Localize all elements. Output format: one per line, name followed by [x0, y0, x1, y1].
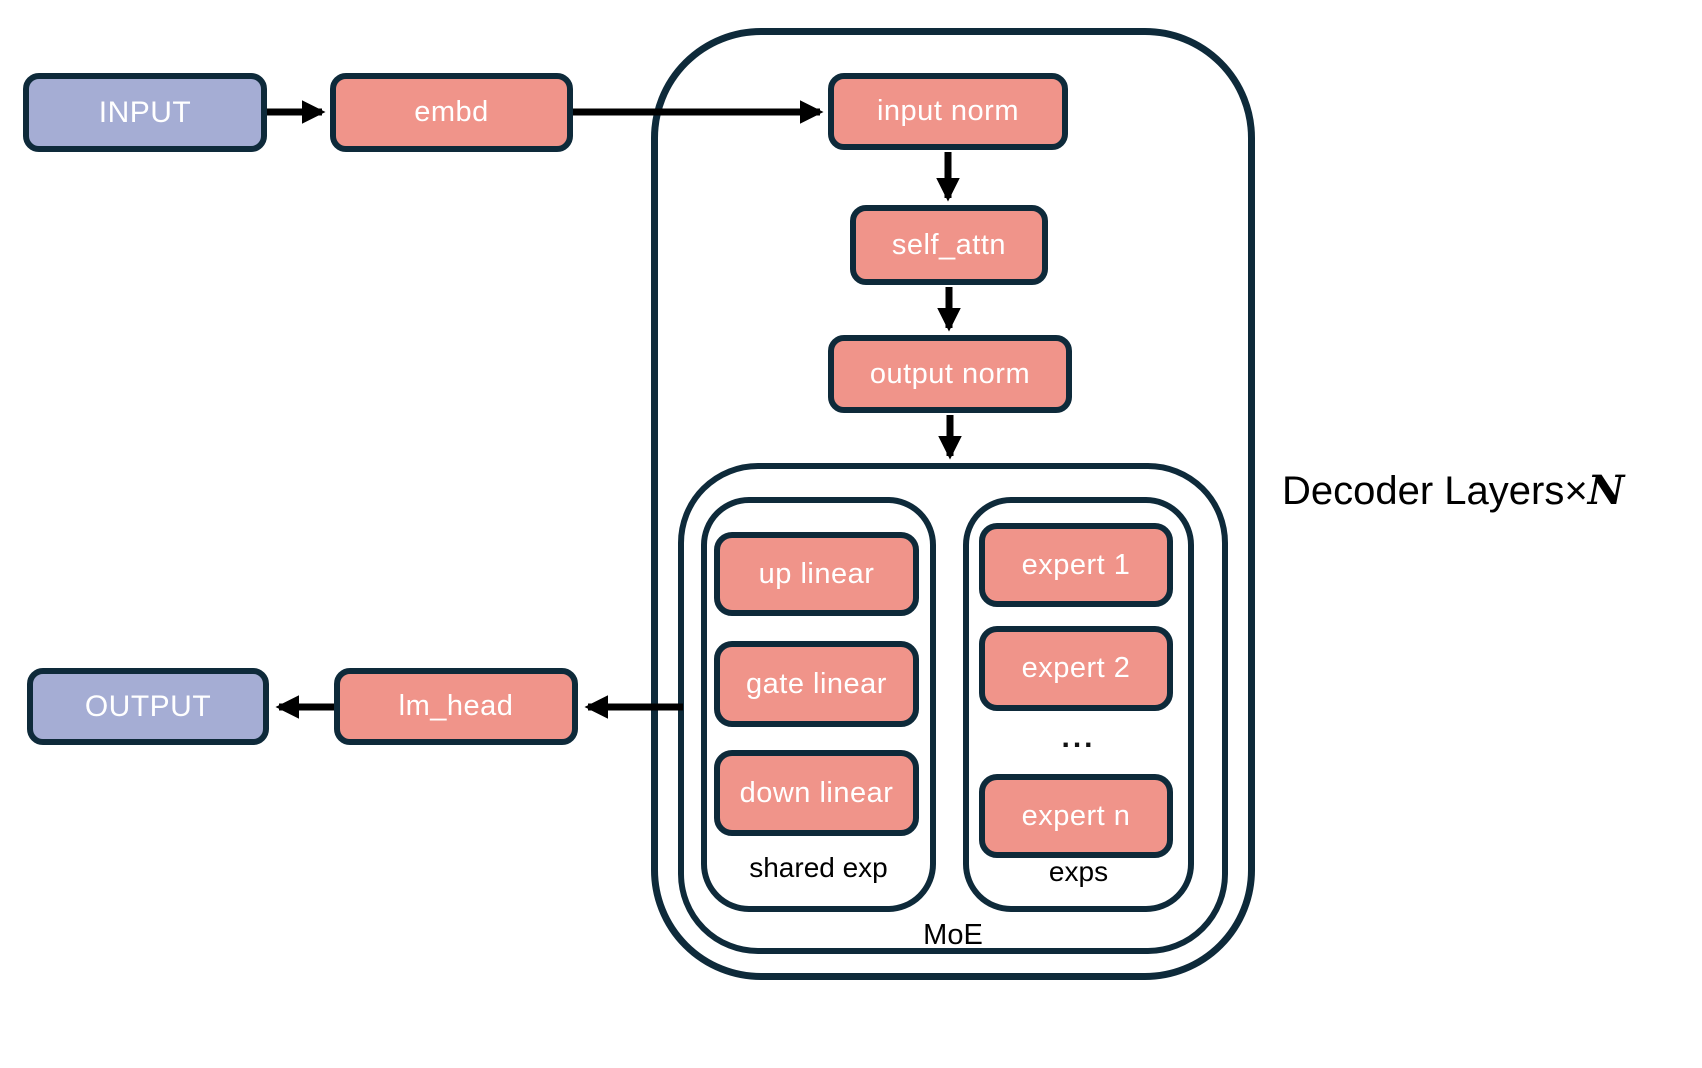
- output-node: OUTPUT: [27, 668, 269, 745]
- up-linear-node: up linear: [714, 532, 919, 616]
- decoder-layers-container: [651, 28, 1255, 980]
- experts-ellipsis: ...: [1061, 721, 1096, 754]
- expert-n-node: expert n: [979, 774, 1173, 858]
- shared-exp-container: [701, 497, 936, 912]
- moe-label: MoE: [923, 918, 983, 951]
- gate-linear-node: gate linear: [714, 641, 919, 727]
- times-symbol: ×: [1564, 469, 1588, 513]
- n-variable: N: [1587, 467, 1625, 514]
- self-attn-node: self_attn: [850, 205, 1048, 285]
- embd-node: embd: [330, 73, 573, 152]
- shared-exp-label: shared exp: [749, 852, 888, 883]
- input-node: INPUT: [23, 73, 267, 152]
- down-linear-node: down linear: [714, 750, 919, 836]
- input-norm-node: input norm: [828, 73, 1068, 150]
- exps-container: [963, 497, 1194, 912]
- exps-label: exps: [1048, 856, 1109, 887]
- decoder-layers-label-text: Decoder Layers: [1282, 469, 1565, 513]
- output-norm-node: output norm: [828, 335, 1072, 413]
- lm-head-node: lm_head: [334, 668, 578, 745]
- decoder-layers-label: Decoder Layers×N: [1282, 467, 1624, 514]
- expert-1-node: expert 1: [979, 523, 1173, 607]
- expert-2-node: expert 2: [979, 626, 1173, 711]
